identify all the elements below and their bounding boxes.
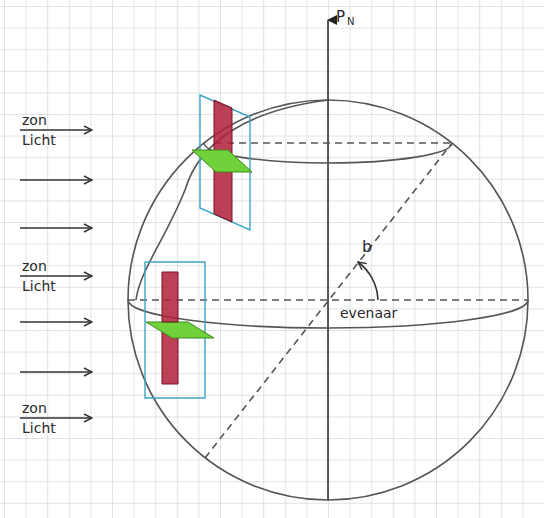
sunlight-label: zon Licht xyxy=(22,398,72,438)
angle-arc xyxy=(358,262,378,300)
polar-axis xyxy=(327,20,329,500)
pole-label: P xyxy=(336,8,345,26)
angle-label: b xyxy=(362,238,372,256)
meridian xyxy=(136,100,328,300)
equator-label: evenaar xyxy=(340,305,397,321)
sunlight-arrows xyxy=(20,130,92,418)
pole-subscript: N xyxy=(347,16,354,28)
latitude-front xyxy=(204,143,452,163)
lower-panel xyxy=(145,262,214,398)
sunlight-label: zon Licht xyxy=(22,110,72,150)
equator-back xyxy=(128,299,528,301)
latitude-radius xyxy=(205,143,452,458)
sunlight-label: zon Licht xyxy=(22,256,72,296)
upper-panel xyxy=(192,95,252,230)
